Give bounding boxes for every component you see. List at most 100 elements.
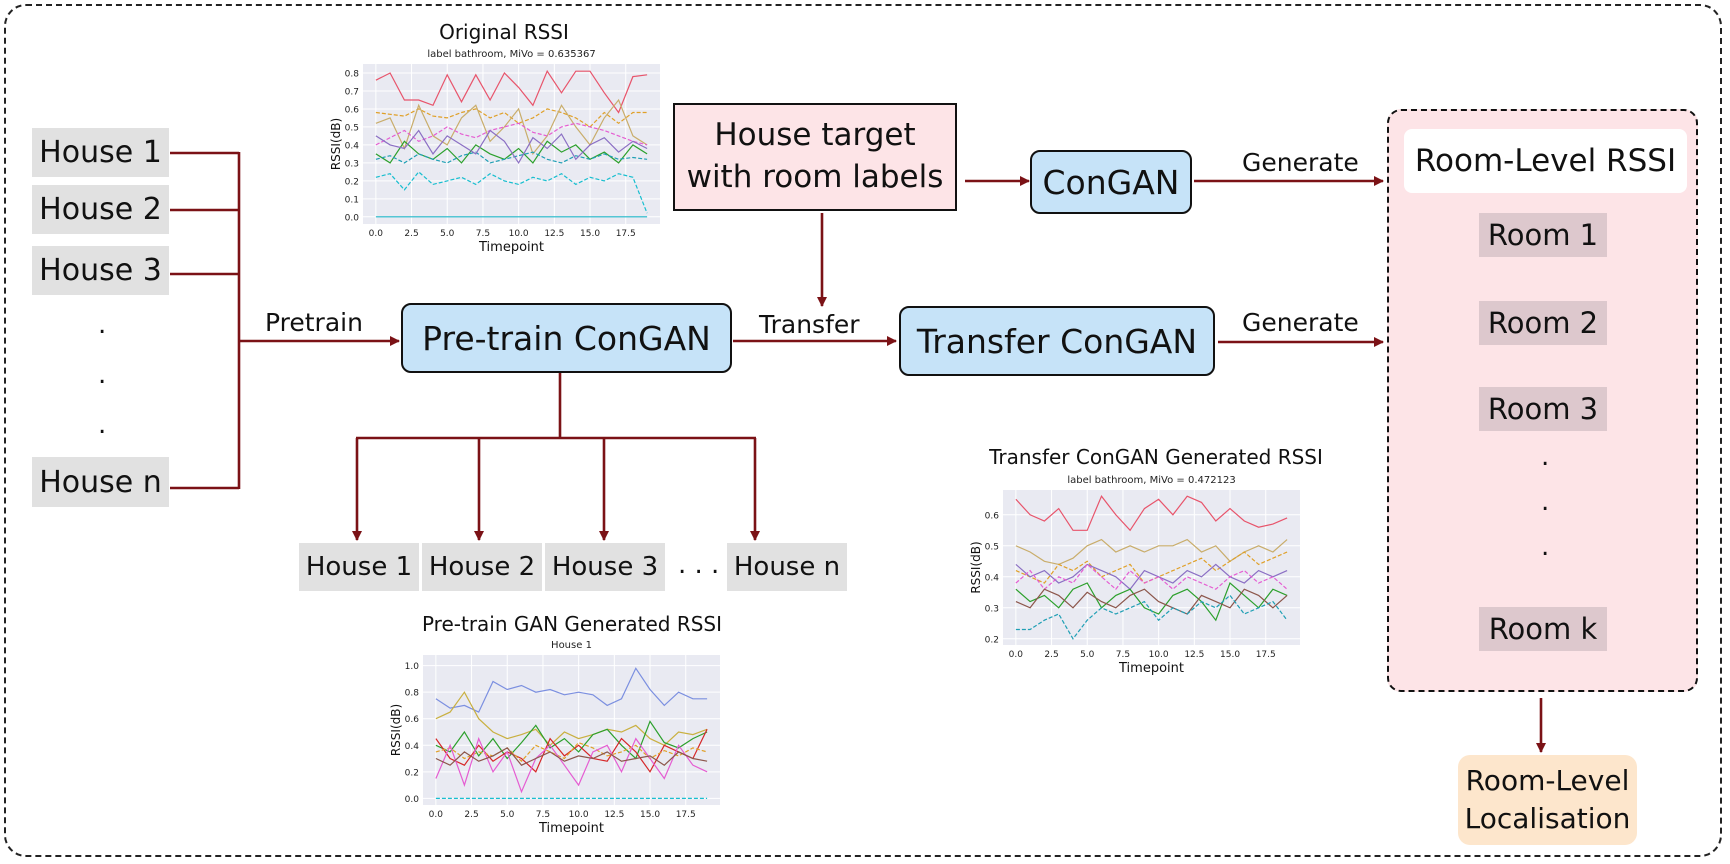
series-line-6 (1015, 588, 1288, 615)
left-ellipsis-dot-3: . (98, 410, 107, 440)
room-k: Room k (1479, 607, 1607, 651)
room-2: Room 2 (1479, 301, 1607, 345)
generate-label-bottom: Generate (1242, 308, 1359, 337)
x-tick-label: 12.5 (604, 810, 624, 820)
x-axis-label: Timepoint (1118, 661, 1184, 676)
bottom-house-1: House 1 (299, 543, 419, 591)
y-tick-label: 0.3 (345, 159, 359, 169)
y-tick-label: 0.6 (405, 715, 420, 725)
left-ellipsis-dot-2: . (98, 360, 107, 390)
y-tick-label: 0.4 (345, 141, 360, 151)
series-line-4 (435, 741, 708, 763)
series-line-2 (375, 98, 648, 156)
diagram-frame (4, 4, 1722, 857)
bottom-house-n: House n (727, 543, 847, 591)
series-line-1 (1015, 538, 1288, 566)
room-1: Room 1 (1479, 213, 1607, 257)
y-axis-label: RSSI(dB) (330, 118, 343, 170)
room-level-localisation-node: Room-Level Localisation (1458, 755, 1637, 845)
x-tick-label: 5.0 (500, 810, 515, 820)
x-axis-label: Timepoint (478, 240, 544, 255)
room-ellipsis-dot-3: . (1541, 532, 1550, 562)
x-tick-label: 15.0 (580, 229, 600, 239)
chart-subtitle: label bathroom, MiVo = 0.635367 (427, 49, 595, 60)
series-line-0 (1015, 495, 1288, 532)
y-tick-label: 0.6 (345, 105, 360, 115)
room-level-rssi-panel: Room-Level RSSI Room 1 Room 2 Room 3 . .… (1387, 109, 1698, 692)
y-tick-label: 0.0 (345, 213, 360, 223)
y-axis-label: RSSI(dB) (970, 541, 983, 593)
series-line-0 (375, 69, 648, 114)
bottom-house-3: House 3 (545, 543, 665, 591)
transfer-congan-chart: label bathroom, MiVo = 0.4721230.20.30.4… (969, 475, 1300, 676)
pretrain-congan-node: Pre-train ConGAN (401, 303, 732, 373)
series-line-7 (1015, 594, 1288, 640)
room-ellipsis-dot-2: . (1541, 487, 1550, 517)
x-tick-label: 10.0 (509, 229, 529, 239)
y-tick-label: 0.8 (345, 69, 360, 79)
series-line-0 (435, 667, 708, 713)
y-tick-label: 0.7 (345, 87, 359, 97)
transfer-congan-node: Transfer ConGAN (899, 306, 1215, 376)
x-tick-label: 17.5 (676, 810, 696, 820)
x-tick-label: 2.5 (1044, 650, 1058, 660)
series-line-6 (435, 747, 708, 766)
x-tick-label: 7.5 (476, 229, 490, 239)
pretrain-label: Pretrain (265, 308, 363, 337)
x-tick-label: 5.0 (440, 229, 455, 239)
x-tick-label: 7.5 (536, 810, 550, 820)
y-tick-label: 0.4 (405, 742, 420, 752)
series-line-7 (375, 171, 648, 214)
chart-subtitle: House 1 (551, 640, 592, 651)
x-tick-label: 15.0 (1220, 650, 1240, 660)
y-tick-label: 0.8 (405, 689, 420, 699)
transfer-label: Transfer (759, 310, 860, 339)
series-line-1 (435, 691, 708, 747)
chart-subtitle: label bathroom, MiVo = 0.472123 (1067, 475, 1235, 486)
left-house-n: House n (32, 457, 169, 507)
original-rssi-chart: label bathroom, MiVo = 0.6353670.00.10.2… (329, 49, 660, 255)
plot-area (1003, 490, 1300, 645)
bottom-house-2: House 2 (422, 543, 542, 591)
y-tick-label: 0.2 (985, 635, 999, 645)
room-level-rssi-header: Room-Level RSSI (1404, 129, 1687, 193)
y-tick-label: 0.5 (985, 542, 999, 552)
room-3: Room 3 (1479, 387, 1607, 431)
x-tick-label: 12.5 (1184, 650, 1204, 660)
x-tick-label: 0.0 (1009, 650, 1024, 660)
x-tick-label: 17.5 (616, 229, 636, 239)
pretrain-gan-heading: Pre-train GAN Generated RSSI (421, 612, 723, 636)
room-ellipsis-dot-1: . (1541, 442, 1550, 472)
series-line-6 (375, 129, 648, 165)
x-tick-label: 7.5 (1116, 650, 1130, 660)
y-axis-label: RSSI(dB) (390, 704, 403, 756)
x-tick-label: 12.5 (544, 229, 564, 239)
y-tick-label: 0.6 (985, 511, 1000, 521)
x-tick-label: 10.0 (1149, 650, 1169, 660)
series-line-3 (1015, 563, 1288, 591)
left-house-2: House 2 (32, 185, 169, 234)
series-line-5 (435, 736, 708, 794)
y-tick-label: 1.0 (405, 662, 420, 672)
original-rssi-heading: Original RSSI (439, 20, 569, 44)
house-target-node: House target with room labels (673, 103, 957, 211)
x-tick-label: 2.5 (464, 810, 478, 820)
left-ellipsis-dot-1: . (98, 310, 107, 340)
y-tick-label: 0.4 (985, 573, 1000, 583)
y-tick-label: 0.2 (405, 768, 419, 778)
series-line-4 (1015, 563, 1288, 591)
x-tick-label: 0.0 (369, 229, 384, 239)
x-tick-label: 10.0 (569, 810, 589, 820)
x-tick-label: 2.5 (404, 229, 418, 239)
x-tick-label: 15.0 (640, 810, 660, 820)
bottom-ellipsis: . . . (678, 550, 720, 580)
series-line-5 (375, 151, 648, 164)
x-tick-label: 5.0 (1080, 650, 1095, 660)
x-tick-label: 17.5 (1256, 650, 1276, 660)
y-tick-label: 0.2 (345, 177, 359, 187)
